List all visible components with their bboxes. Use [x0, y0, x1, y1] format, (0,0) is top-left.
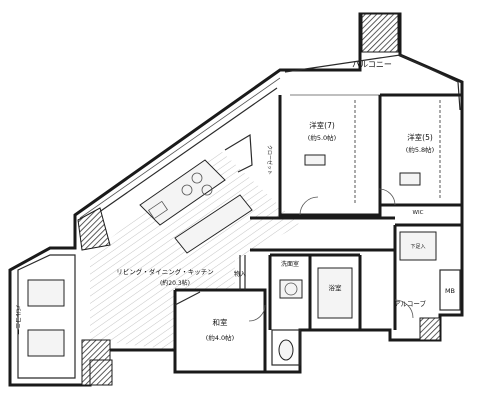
door-swing-1: [299, 196, 319, 216]
label-storage: 物入: [234, 270, 246, 278]
label-balcony-top: バルコニー: [352, 60, 392, 69]
label-bathroom: 浴室: [329, 283, 343, 292]
kitchen-island: [174, 194, 253, 254]
alcove-steps: [419, 317, 441, 341]
label-alcove: アルコーブ: [394, 299, 426, 308]
corner-hatch-left: [77, 207, 111, 251]
toilet-room: [271, 329, 301, 366]
sliding-door: [239, 255, 246, 290]
label-ldk-size: (約20.3帖): [160, 279, 190, 287]
label-western-room-5-size: (約5.8帖): [406, 145, 434, 154]
outdoor-unit-1: [27, 279, 65, 307]
corridor-wall: [250, 216, 395, 252]
label-wic: WIC: [413, 210, 424, 216]
diagonal-wall-outer: [79, 77, 281, 219]
washroom-walls: [268, 253, 362, 330]
japanese-room-slant: [174, 291, 201, 306]
toilet-bowl: [278, 339, 294, 361]
shoe-cabinet: [399, 231, 437, 261]
label-japanese-room-size: (約4.0帖): [206, 333, 234, 342]
label-shoe-closet: 下足入: [410, 244, 425, 250]
label-western-room-7: 洋室(7): [309, 120, 335, 130]
stove-burner-3: [181, 184, 193, 196]
label-mb: MB: [445, 287, 455, 295]
label-western-room-5: 洋室(5): [407, 132, 433, 142]
washbasin: [279, 279, 303, 299]
mb-box: [439, 269, 461, 311]
label-closet: クローゼット: [266, 145, 273, 175]
western-room-7-walls: [278, 95, 382, 217]
door-swing-2: [378, 188, 396, 206]
closet-shelf-5: [399, 172, 421, 186]
outdoor-unit-2: [27, 329, 65, 357]
label-japanese-room: 和室: [213, 317, 228, 327]
stove-burner-1: [191, 172, 203, 184]
washbasin-bowl: [284, 282, 298, 296]
bathtub: [317, 267, 353, 319]
lower-hatch: [89, 359, 113, 386]
label-balcony-left: バルコニー: [14, 305, 21, 335]
entrance-walls: [393, 223, 462, 330]
stove-burner-2: [201, 184, 213, 196]
balcony-left-rail: [17, 254, 76, 379]
japanese-room-walls: [173, 288, 267, 372]
door-swing-4: [394, 299, 414, 319]
kitchen-back-cabinet: [224, 133, 253, 173]
label-western-room-7-size: (約5.0帖): [308, 133, 336, 142]
roof-vent-hatch: [361, 13, 399, 53]
label-ldk: リビング・ダイニング・キッチン: [116, 267, 214, 276]
closet-shelf-7: [304, 154, 326, 166]
sink: [148, 200, 168, 220]
ldk-floor: [90, 150, 300, 350]
diagonal-wall-inner: [84, 87, 278, 223]
label-washroom: 洗面室: [281, 260, 299, 268]
closet-partition: [354, 100, 441, 205]
western-room-5-walls: [380, 93, 462, 207]
door-swing-3: [248, 304, 266, 322]
